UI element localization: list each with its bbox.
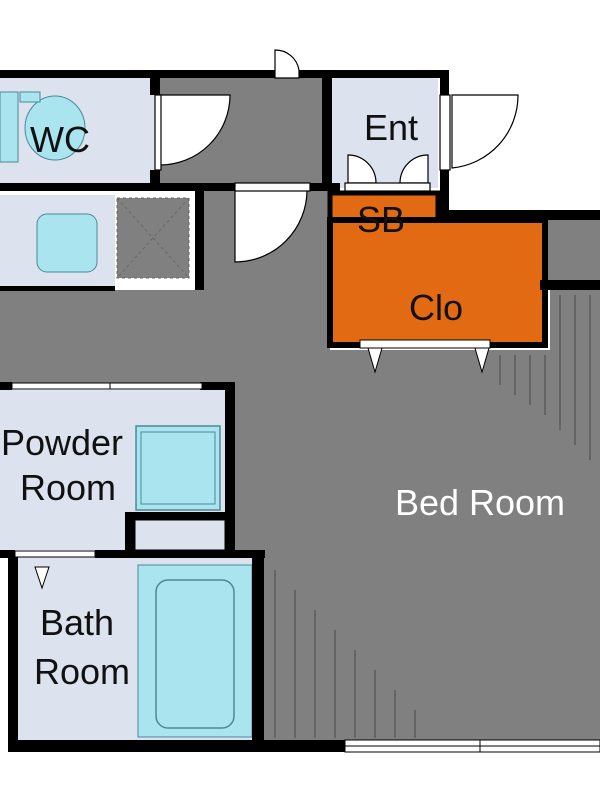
sb-label: SB <box>357 199 405 240</box>
wc-door <box>159 94 231 166</box>
bath-room-label-line2: Room <box>34 651 130 692</box>
fridge-space <box>116 197 190 279</box>
shoe-box-door-left <box>347 154 377 184</box>
bed-room-floor <box>0 190 600 742</box>
washing-machine-space <box>134 519 226 551</box>
ent-label: Ent <box>364 107 418 148</box>
bath-room-label-line1: Bath <box>40 602 114 643</box>
windows <box>11 382 600 753</box>
wc-label: WC <box>30 119 90 160</box>
washbasin-icon <box>135 425 221 511</box>
door-markers <box>34 347 490 590</box>
toilet-tank <box>0 91 19 163</box>
bed-room-label: Bed Room <box>395 482 565 523</box>
right-closet-floor <box>548 220 600 286</box>
roof-hatch <box>274 49 300 79</box>
powder-room-label-line2: Room <box>20 467 116 508</box>
hall-door <box>234 189 308 263</box>
entrance-door <box>451 94 519 169</box>
washbasin-inner <box>140 431 216 505</box>
bathtub-inner <box>155 579 235 729</box>
kitchen-sink-icon <box>36 213 98 273</box>
toilet-lid <box>19 91 41 103</box>
door-swings <box>154 49 519 263</box>
bed-room-hatching <box>274 295 591 738</box>
walls <box>0 70 600 752</box>
powder-room-label-line1: Powder <box>1 422 123 463</box>
closet-rail <box>359 339 491 349</box>
toilet-bowl-icon <box>24 95 86 161</box>
clo-label: Clo <box>409 287 463 328</box>
shoe-box-door-right <box>399 154 429 184</box>
